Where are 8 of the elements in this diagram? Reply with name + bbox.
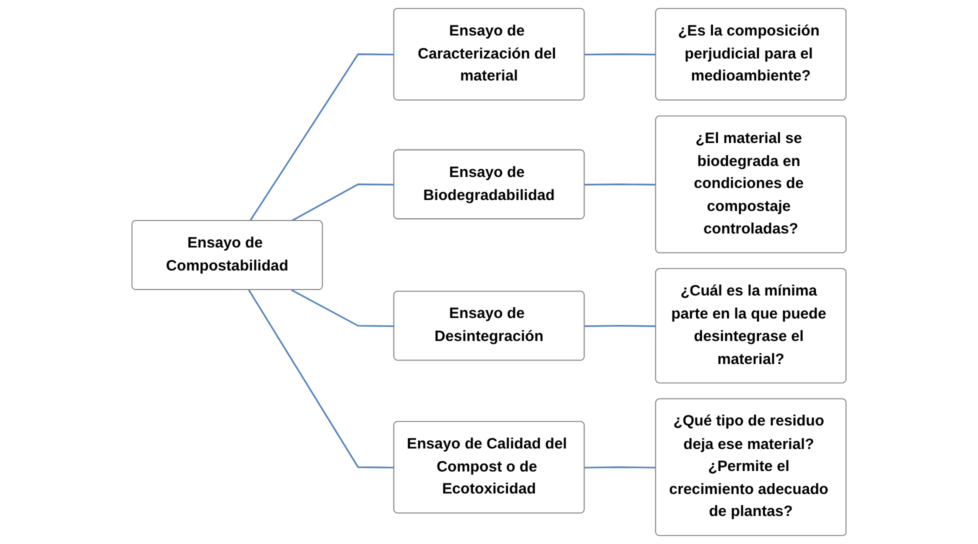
connector xyxy=(291,289,394,327)
connector xyxy=(584,324,656,327)
connector xyxy=(584,466,656,468)
connector xyxy=(248,290,394,468)
connector xyxy=(584,184,656,186)
connector xyxy=(584,53,656,56)
connector xyxy=(291,184,394,222)
connector xyxy=(249,53,394,222)
